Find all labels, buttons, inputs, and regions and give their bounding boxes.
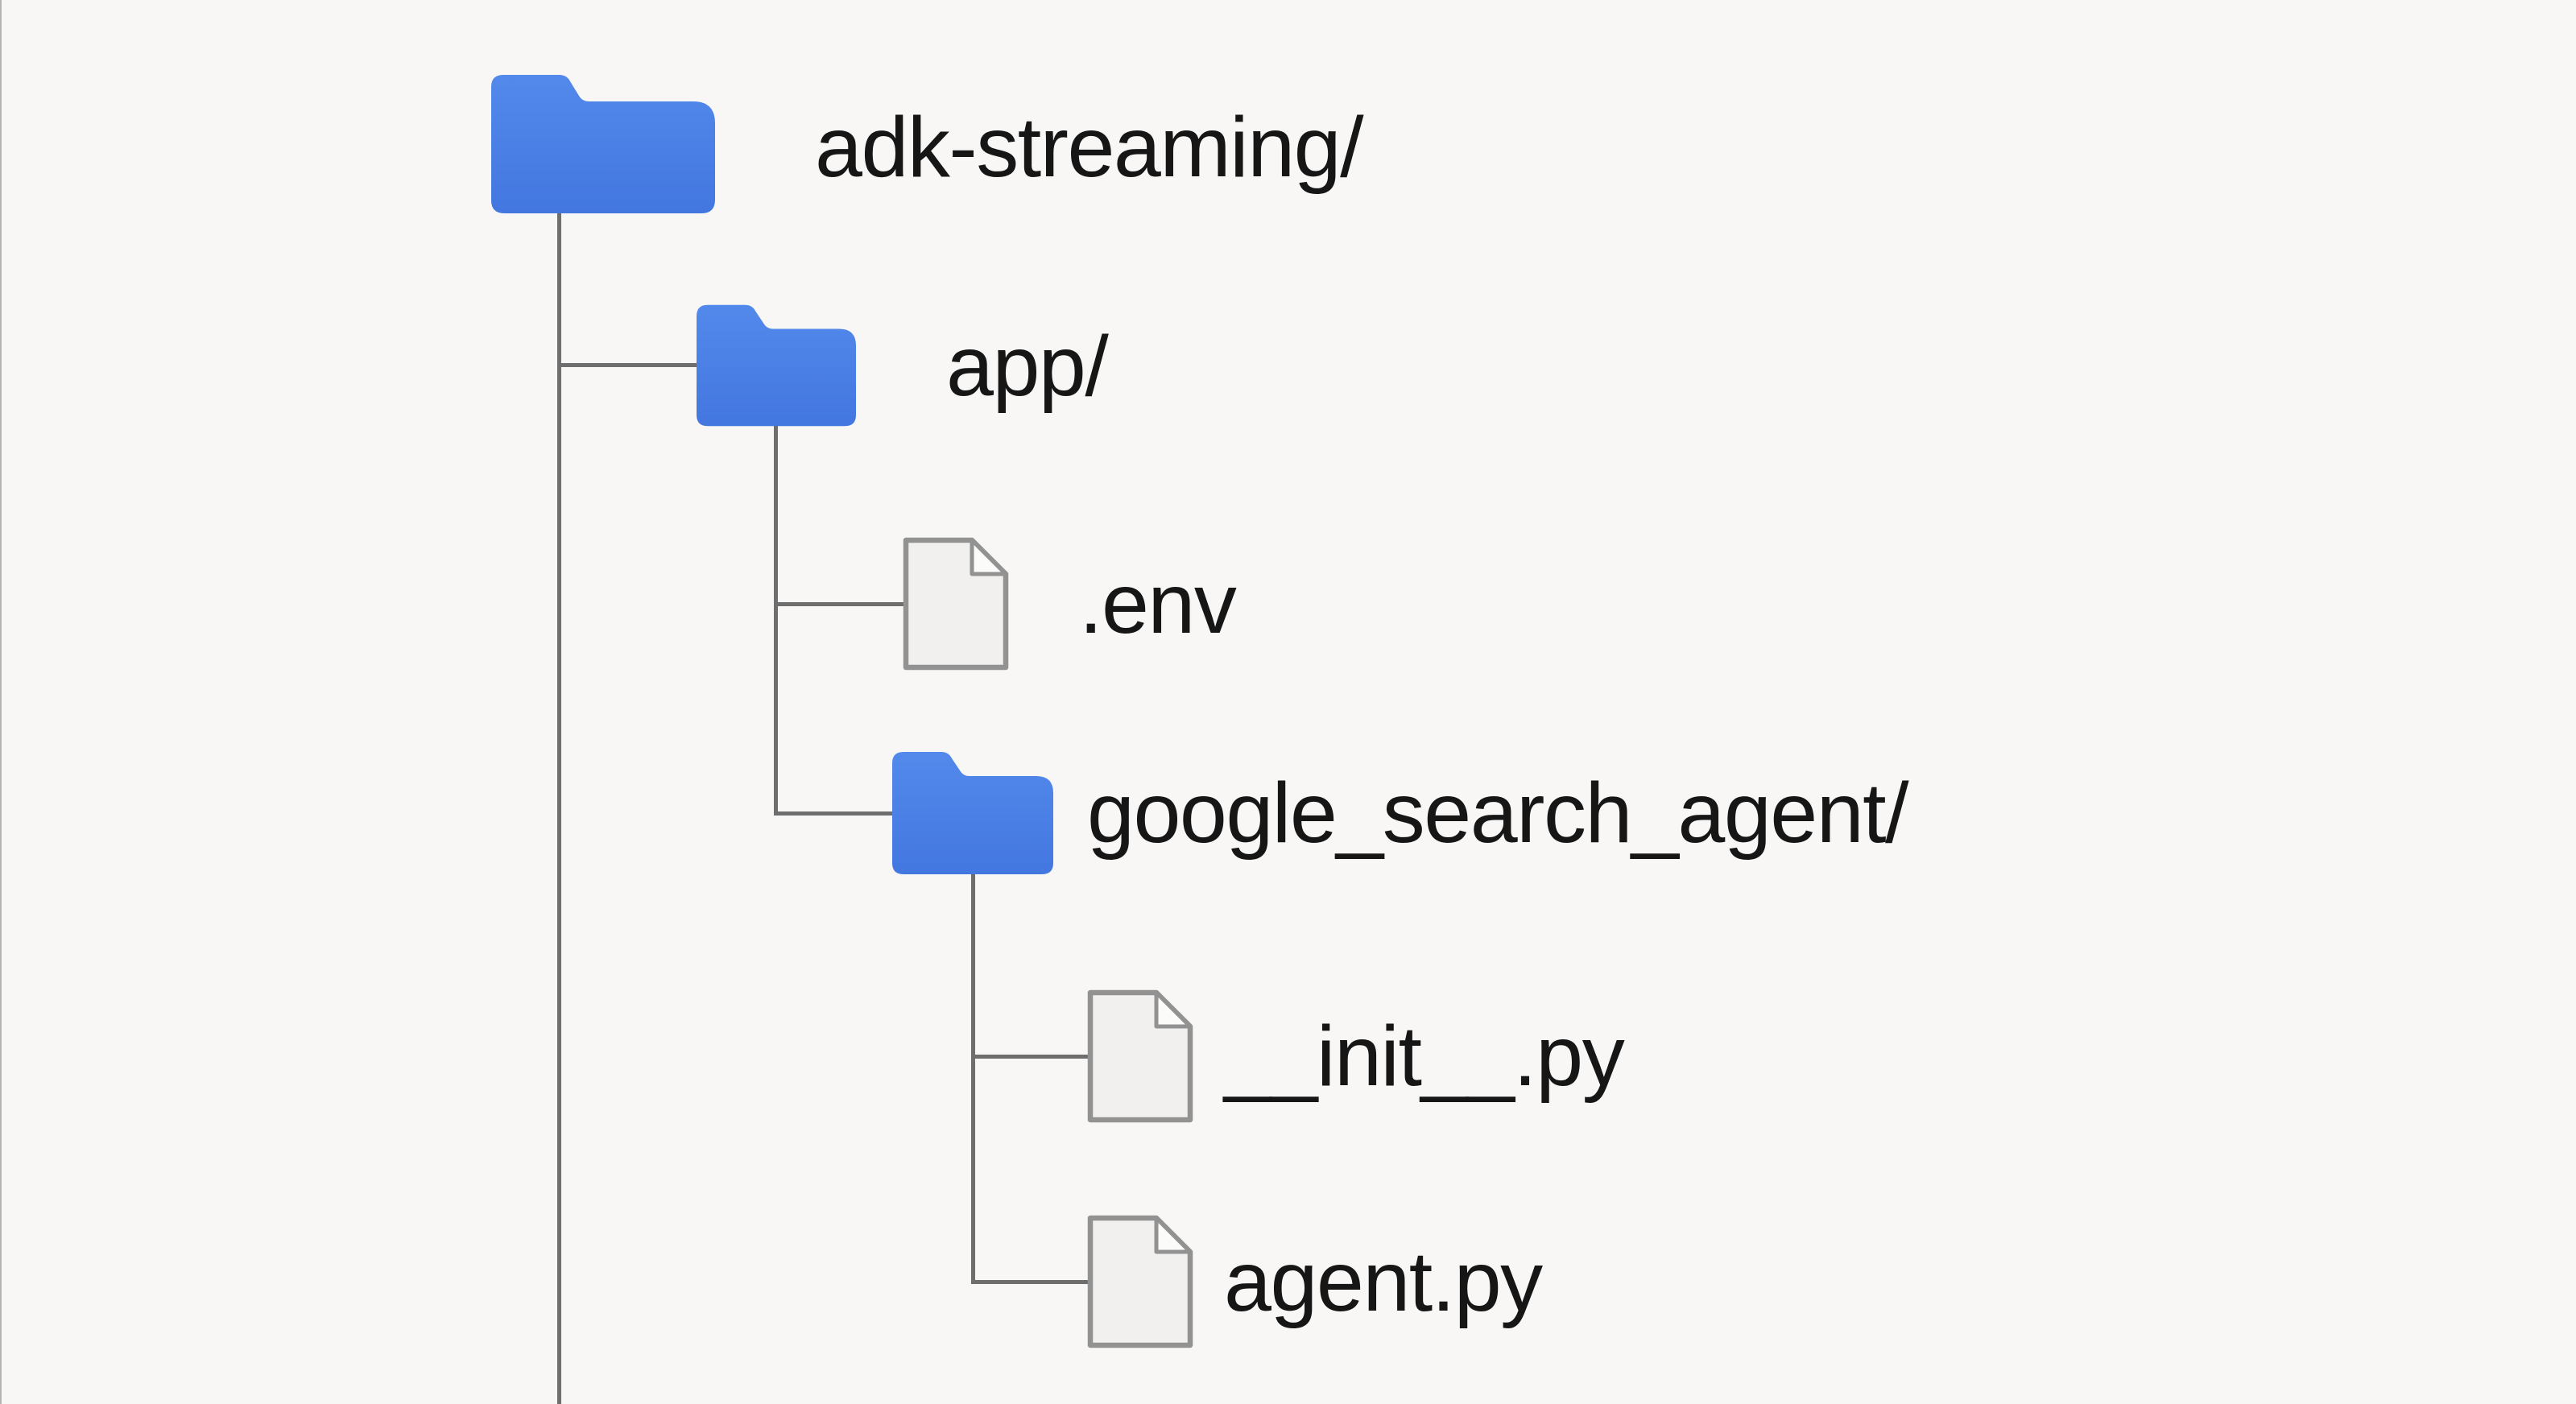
file-icon [1087,989,1193,1123]
node-label-app: app/ [946,319,1109,414]
node-label-agent-py: agent.py [1224,1234,1543,1329]
folder-icon [491,75,715,213]
left-edge-line [0,0,2,1404]
vertical-line-app [774,425,778,816]
branch-line-agent [971,1280,1088,1284]
branch-line-env [774,602,903,606]
branch-line-app [557,363,698,367]
node-label-google-search-agent: google_search_agent/ [1087,766,1909,861]
file-icon [903,537,1009,671]
node-label-adk-streaming: adk-streaming/ [815,100,1364,195]
vertical-line-google-search-agent [971,873,975,1283]
node-label-env: .env [1079,556,1237,651]
node-label-init-py: __init__.py [1224,1009,1625,1104]
trunk-connector-line [557,209,561,1404]
folder-icon [697,304,856,427]
branch-line-init [971,1055,1088,1059]
file-icon [1087,1215,1193,1348]
folder-icon [892,752,1053,874]
branch-line-google-search-agent [774,811,894,816]
